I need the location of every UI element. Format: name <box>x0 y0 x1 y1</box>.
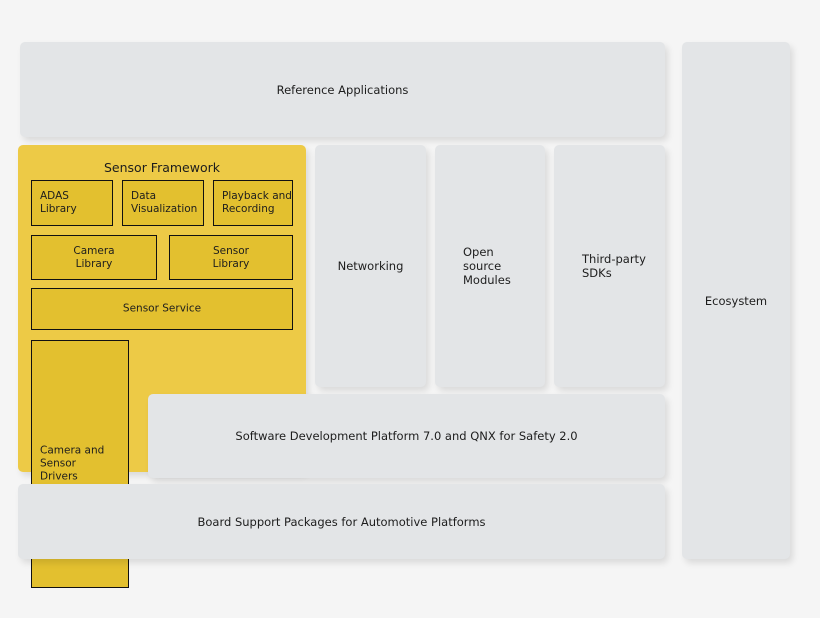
ecosystem-label: Ecosystem <box>704 293 768 308</box>
networking-label: Networking <box>337 259 404 273</box>
camera-library-box: Camera Library <box>31 235 157 280</box>
sensor-service-box: Sensor Service <box>31 288 293 330</box>
playback-and-recording-label: Playback and Recording <box>222 190 292 215</box>
adas-library-box: ADAS Library <box>31 180 113 226</box>
data-visualization-box: Data Visualization <box>122 180 204 226</box>
networking-column: Networking <box>315 145 426 387</box>
sensor-library-box: Sensor Library <box>169 235 293 280</box>
sensor-framework-title: Sensor Framework <box>103 160 220 175</box>
open-source-modules-column: Open source Modules <box>435 145 545 387</box>
open-source-modules-label: Open source Modules <box>463 245 511 287</box>
sensor-service-label: Sensor Service <box>122 302 202 315</box>
board-support-packages-label: Board Support Packages for Automotive Pl… <box>197 514 486 529</box>
board-support-packages-bar: Board Support Packages for Automotive Pl… <box>18 484 665 559</box>
sensor-framework-panel: Sensor Framework ADAS Library Data Visua… <box>18 145 306 588</box>
reference-applications-block: Reference Applications <box>20 42 665 137</box>
data-visualization-label: Data Visualization <box>131 190 198 215</box>
reference-applications-label: Reference Applications <box>276 82 409 97</box>
adas-library-label: ADAS Library <box>40 190 77 215</box>
sensor-library-label: Sensor Library <box>212 244 250 270</box>
ecosystem-column: Ecosystem <box>682 42 790 559</box>
third-party-sdks-label: Third-party SDKs <box>582 252 646 280</box>
software-development-platform-label: Software Development Platform 7.0 and QN… <box>235 429 578 443</box>
playback-and-recording-box: Playback and Recording <box>213 180 293 226</box>
camera-library-label: Camera Library <box>73 244 115 270</box>
camera-and-sensor-drivers-label: Camera and Sensor Drivers <box>40 444 105 483</box>
software-development-platform-bar: Software Development Platform 7.0 and QN… <box>148 394 665 478</box>
third-party-sdks-column: Third-party SDKs <box>554 145 665 387</box>
